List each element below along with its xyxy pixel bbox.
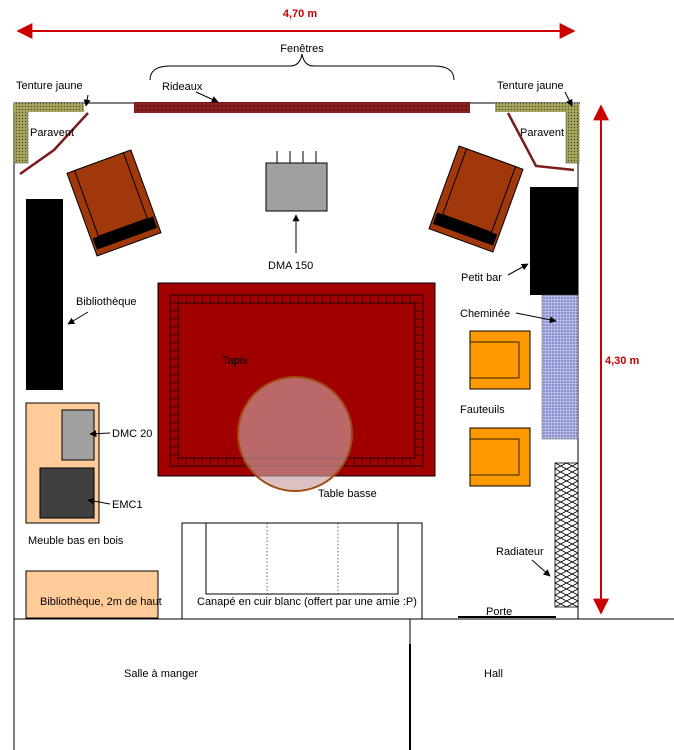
height-dimension: 4,30 m [593,104,639,615]
width-label: 4,70 m [283,8,317,20]
radiator-label: Radiateur [496,546,544,558]
yellow-drape-left [13,102,84,164]
armchair-left [66,149,162,257]
dmc20-label: DMC 20 [112,428,152,440]
curtains [134,102,470,113]
armchairs-label: Fauteuils [460,404,505,416]
coffee-table-label: Table basse [318,488,377,500]
emc1-label: EMC1 [112,499,143,511]
dmc20-speaker [61,409,95,461]
orange-chair-bottom [469,427,531,487]
rug-label: Tapis [222,355,248,367]
bookcase-left-label: Bibliothèque [76,296,137,308]
fireplace [541,294,579,440]
dma150-label: DMA 150 [268,260,313,272]
yellow-drape-left-label: Tenture jaune [16,80,83,92]
low-cabinet-label: Meuble bas en bois [28,535,124,547]
tall-bookcase [25,570,159,619]
folding-screen-left-label: Paravent [30,127,74,139]
folding-screen-right [506,112,575,172]
small-bar-label: Petit bar [461,272,502,284]
folding-screen-left [19,112,89,176]
dma150-speaker [265,151,328,212]
bookcase-left [26,199,63,390]
tall-bookcase-label: Bibliothèque, 2m de haut [40,596,162,608]
door-label: Porte [486,606,512,618]
yellow-drape-right-label: Tenture jaune [497,80,564,92]
small-bar [530,187,578,295]
folding-screen-right-label: Paravent [520,127,564,139]
sofa-label: Canapé en cuir blanc (offert par une ami… [197,596,417,608]
armchair-right [428,145,524,253]
orange-chair-top [469,330,531,390]
yellow-drape-right [495,102,580,164]
width-dimension: 4,70 m [16,8,576,39]
radiator [554,462,579,608]
coffee-table [237,376,353,492]
sofa [181,522,423,620]
hall-label: Hall [484,668,503,680]
windows-label: Fenêtres [280,43,324,55]
height-label: 4,30 m [605,355,639,367]
emc1-player [39,467,95,519]
curtains-label: Rideaux [162,81,203,93]
fireplace-label: Cheminée [460,308,510,320]
dining-room-label: Salle à manger [124,668,198,680]
low-cabinet [25,402,100,524]
windows-brace: Fenêtres [149,43,455,81]
